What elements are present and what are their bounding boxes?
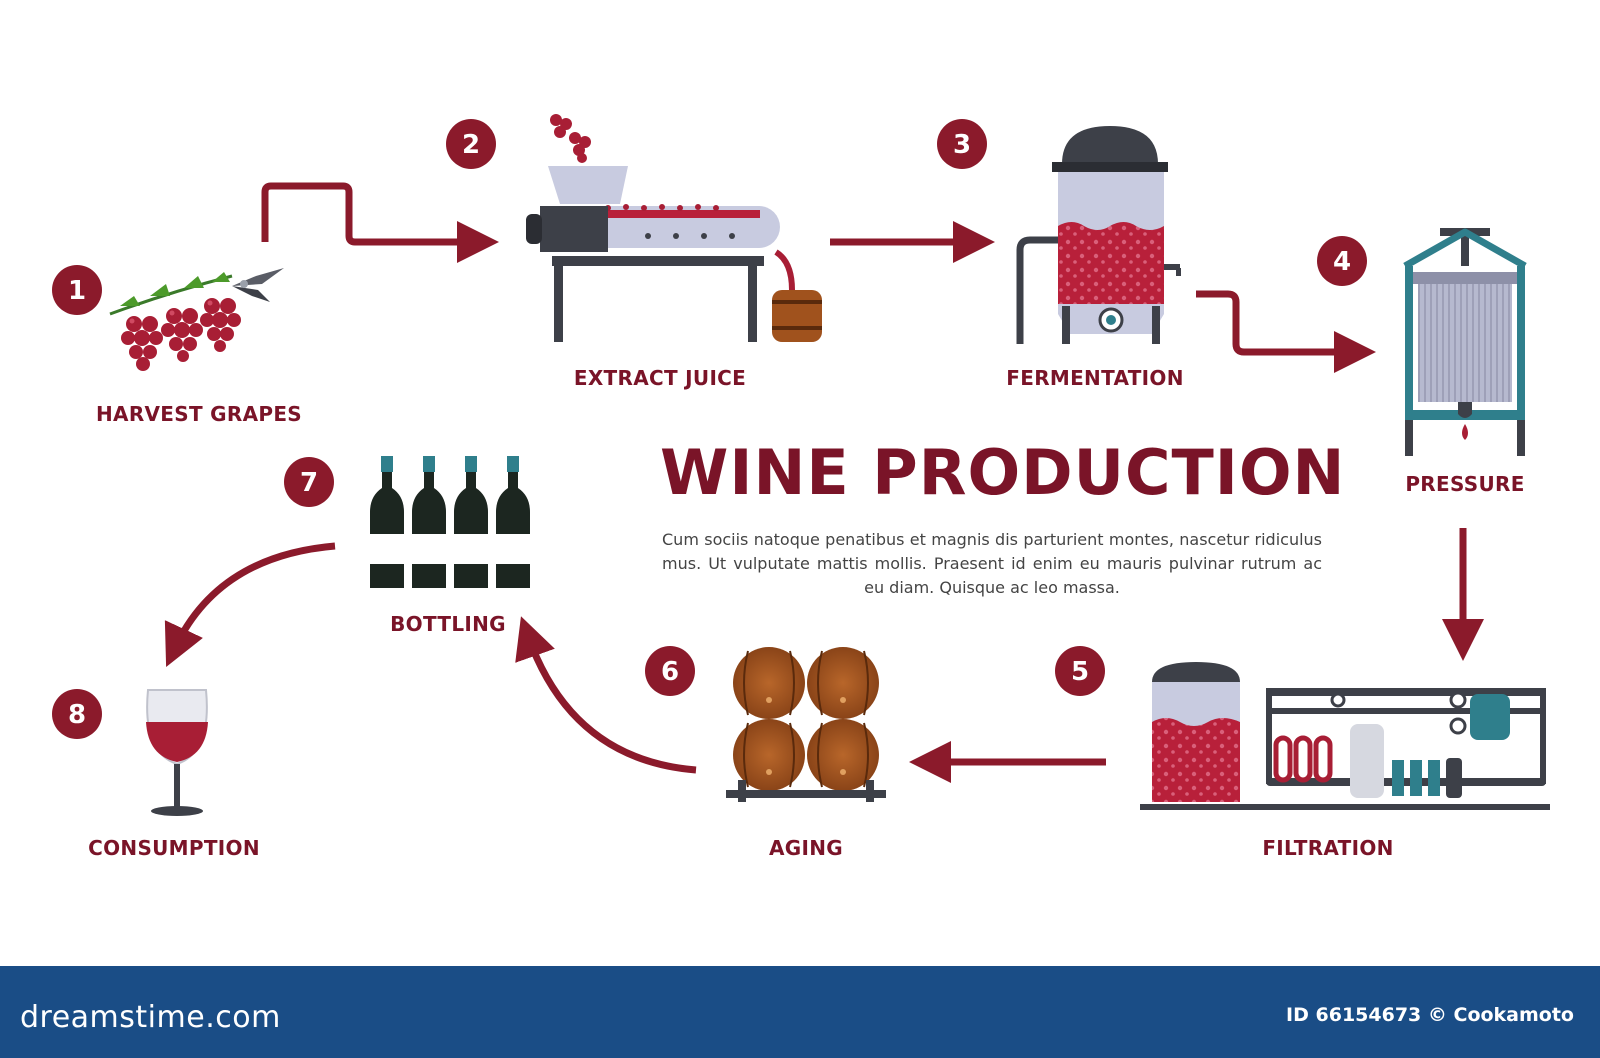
step-badge-3 <box>937 119 987 169</box>
step-label-fermentation: FERMENTATION <box>1006 366 1184 390</box>
step-number-4: 4 <box>1333 247 1351 277</box>
step-label-extract-juice: EXTRACT JUICE <box>573 366 747 390</box>
step-badges: 1 2 3 4 5 6 7 8 <box>52 119 1367 739</box>
step-label-consumption: CONSUMPTION <box>88 836 260 860</box>
footer-banner <box>0 966 1600 1058</box>
filtration-machine-icon <box>1140 662 1550 810</box>
footer-brand[interactable]: dreamstime.com <box>20 1000 281 1035</box>
step-label-pressure: PRESSURE <box>1405 472 1525 496</box>
step-label-filtration: FILTRATION <box>1262 836 1394 860</box>
step-label-aging: AGING <box>769 836 843 860</box>
diagram-description: Cum sociis natoque penatibus et magnis d… <box>662 530 1322 597</box>
grapes-shears-icon <box>109 268 284 371</box>
step-badge-4 <box>1317 236 1367 286</box>
step-number-8: 8 <box>68 700 86 730</box>
step-number-1: 1 <box>68 276 86 306</box>
step-number-7: 7 <box>300 468 318 498</box>
fermentation-tank-icon <box>1016 126 1181 344</box>
flow-arrows <box>164 182 1484 783</box>
step-badge-5 <box>1055 646 1105 696</box>
step-badge-7 <box>284 457 334 507</box>
wine-press-icon <box>1403 228 1527 456</box>
step-number-3: 3 <box>953 130 971 160</box>
wine-bottles-icon <box>370 456 530 588</box>
footer-image-id: ID 66154673 © Cookamoto <box>1286 1004 1574 1026</box>
arrow-3-to-4 <box>1196 290 1376 373</box>
step-badge-1 <box>52 265 102 315</box>
aging-barrels-icon <box>726 647 886 802</box>
crusher-machine-icon <box>526 114 822 342</box>
arrow-6-to-7 <box>515 616 697 774</box>
step-number-5: 5 <box>1071 657 1089 687</box>
step-label-bottling: BOTTLING <box>390 612 506 636</box>
step-number-6: 6 <box>661 657 679 687</box>
step-number-2: 2 <box>462 130 480 160</box>
step-badge-2 <box>446 119 496 169</box>
wine-glass-icon <box>146 689 208 816</box>
diagram-title: WINE PRODUCTION <box>660 436 1346 509</box>
step-badge-6 <box>645 646 695 696</box>
arrow-1-to-2 <box>261 182 499 263</box>
step-badge-8 <box>52 689 102 739</box>
step-label-harvest-grapes: HARVEST GRAPES <box>96 402 302 426</box>
arrow-7-to-8 <box>164 542 336 668</box>
